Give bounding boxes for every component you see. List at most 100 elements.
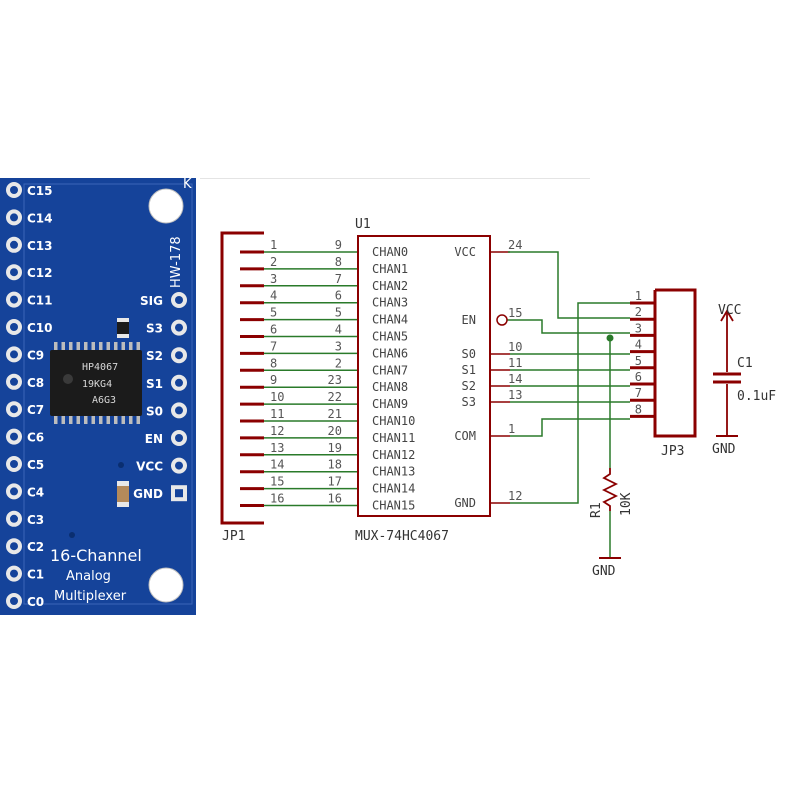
c1-ref: C1 xyxy=(737,356,753,371)
u1-chan-label: CHAN15 xyxy=(372,499,415,513)
jp1-pin-number: 16 xyxy=(270,492,284,506)
jp1-pin-number: 2 xyxy=(270,255,277,269)
jp1-pin-row: 13 xyxy=(240,441,358,457)
pin-label: SIG xyxy=(140,294,163,308)
jp1-pin-number: 9 xyxy=(270,373,277,387)
u1-chan-label: CHAN14 xyxy=(372,482,415,496)
u1-pin-number: 13 xyxy=(508,388,522,402)
jp3-pin-row: 8 xyxy=(630,402,655,418)
pin-pad-c11[interactable]: C11 xyxy=(6,291,53,308)
pin-pad-c4[interactable]: C4 xyxy=(6,483,44,500)
pin-label: S1 xyxy=(146,377,163,391)
u1-pin-label: S1 xyxy=(462,363,476,377)
c1-capacitor: VCC C1 0.1uF GND xyxy=(712,303,776,457)
jp1-pin-number: 3 xyxy=(270,272,277,286)
pin-pad-c15[interactable]: C15 xyxy=(6,182,53,198)
jp1-pin-number: 14 xyxy=(270,458,284,472)
pin-pad-c1[interactable]: C1 xyxy=(6,565,44,582)
u1-pin-number: 24 xyxy=(508,238,522,252)
u1-chan-pin-number: 8 xyxy=(335,255,342,269)
pin-pad-s0[interactable]: S0 xyxy=(146,402,187,419)
jp3-pin-row: 6 xyxy=(630,370,655,386)
pin-label: C12 xyxy=(27,266,53,280)
chip-marking-2: 19KG4 xyxy=(82,379,112,390)
pin-pad-sig[interactable]: SIG xyxy=(140,292,187,308)
pin-pad-c14[interactable]: C14 xyxy=(6,209,53,226)
jp1-pin-number: 13 xyxy=(270,441,284,455)
jp1-pin-number: 8 xyxy=(270,356,277,370)
corner-mark: K xyxy=(183,178,192,192)
pin-pad-c9[interactable]: C9 xyxy=(6,346,44,363)
pin-pad-s1[interactable]: S1 xyxy=(146,374,187,391)
jp3-pin-number: 3 xyxy=(635,321,642,335)
u1-chan-label: CHAN9 xyxy=(372,397,408,411)
u1-pin-number: 10 xyxy=(508,340,522,354)
u1-chan-pin-number: 5 xyxy=(335,306,342,320)
model-label: HW-178 xyxy=(169,236,184,288)
u1-chan-label: CHAN4 xyxy=(372,313,408,327)
c1-value: 0.1uF xyxy=(737,389,776,404)
u1-chan-pin-number: 22 xyxy=(328,390,342,404)
pin-label: VCC xyxy=(136,460,163,474)
pin-pad-vcc[interactable]: VCC xyxy=(136,457,187,474)
u1-chan-label: CHAN5 xyxy=(372,330,408,344)
jp1-pin-row: 8 xyxy=(240,356,358,372)
u1-chan-pin-number: 19 xyxy=(328,441,342,455)
jp1-pin-row: 7 xyxy=(240,339,358,355)
pin-pad-c3[interactable]: C3 xyxy=(6,510,44,527)
u1-pin-label: S3 xyxy=(462,395,476,409)
pin-pad-c13[interactable]: C13 xyxy=(6,236,53,253)
title-line-3: Multiplexer xyxy=(54,589,127,604)
u1-chan-pin-number: 23 xyxy=(328,373,342,387)
u1-pin-label: COM xyxy=(454,429,476,443)
pin-label: C13 xyxy=(27,239,53,253)
jp1-pin-row: 1 xyxy=(240,238,358,254)
pin-pad-c12[interactable]: C12 xyxy=(6,264,53,281)
u1-chan-pin-number: 21 xyxy=(328,407,342,421)
jp1-pin-row: 14 xyxy=(240,458,358,474)
pin-label: C9 xyxy=(27,348,44,362)
pin-pad-c10[interactable]: C10 xyxy=(6,319,53,335)
junction-dot xyxy=(606,334,614,342)
jp1-pin-number: 4 xyxy=(270,289,277,303)
pin-pad-s3[interactable]: S3 xyxy=(146,319,187,336)
pin-pad-en[interactable]: EN xyxy=(145,430,187,446)
chip-marking-3: A6G3 xyxy=(92,395,116,406)
pin-pad-c0[interactable]: C0 xyxy=(6,593,44,609)
u1-chan-pin-number: 16 xyxy=(328,492,342,506)
jp3-pin-number: 1 xyxy=(635,289,642,303)
pin-label: C10 xyxy=(27,321,53,335)
pin-label: S2 xyxy=(146,349,163,363)
nets xyxy=(498,251,630,558)
jp1-pin-number: 15 xyxy=(270,475,284,489)
u1-part: MUX-74HC4067 xyxy=(355,529,449,544)
jp3-pin-number: 6 xyxy=(635,370,642,384)
u1-chan-label: CHAN3 xyxy=(372,296,408,310)
pin-pad-c2[interactable]: C2 xyxy=(6,538,44,555)
jp1-label: JP1 xyxy=(222,529,245,544)
jp3-pin-row: 2 xyxy=(630,305,655,321)
pin-pad-c5[interactable]: C5 xyxy=(6,456,44,472)
pin-pad-c7[interactable]: C7 xyxy=(6,401,44,418)
jp3-pin-row: 4 xyxy=(630,338,655,354)
pin-pad-c8[interactable]: C8 xyxy=(6,373,44,390)
pin-pad-c6[interactable]: C6 xyxy=(6,428,44,445)
jp1-pin-row: 6 xyxy=(240,323,358,338)
pin-pad-s2[interactable]: S2 xyxy=(146,347,187,364)
u1-chan-label: CHAN1 xyxy=(372,262,408,276)
pin-pad-gnd[interactable]: GND xyxy=(133,485,187,502)
en-inversion-bubble xyxy=(496,314,508,326)
